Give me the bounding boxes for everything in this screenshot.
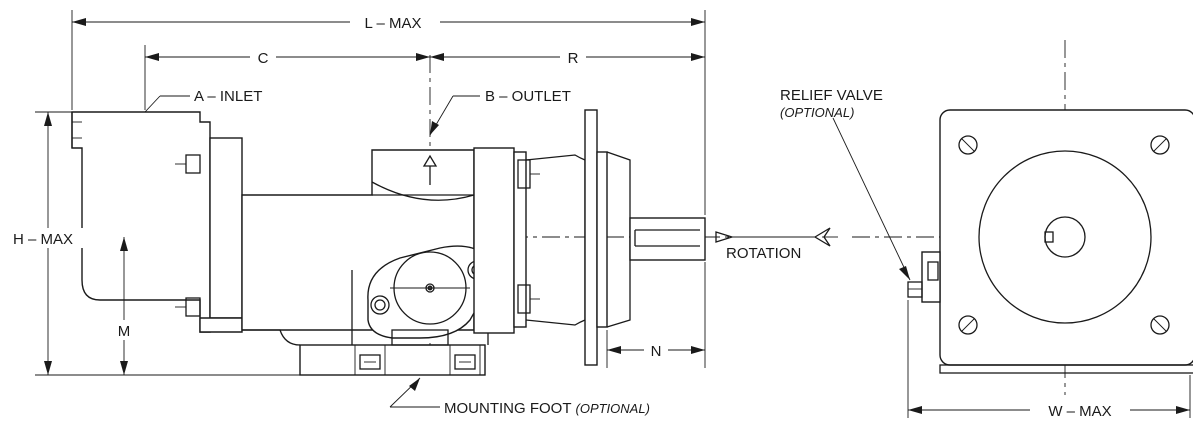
rotation-indicator: ROTATION bbox=[715, 227, 838, 262]
label-c: C bbox=[258, 50, 269, 67]
label-m: M bbox=[118, 323, 131, 340]
dimension-h-max: H – MAX bbox=[5, 111, 300, 376]
label-n: N bbox=[651, 343, 662, 360]
end-view: RELIEF VALVE (OPTIONAL) W – MAX bbox=[780, 40, 1193, 420]
end-housing bbox=[473, 147, 586, 334]
leader-b-outlet: B – OUTLET bbox=[429, 88, 571, 136]
label-rotation: ROTATION bbox=[726, 245, 801, 262]
drive-shaft bbox=[629, 217, 706, 261]
label-b-outlet: B – OUTLET bbox=[485, 88, 571, 105]
pilot-circle bbox=[978, 150, 1152, 324]
inlet-housing bbox=[71, 111, 211, 333]
leader-relief-valve: RELIEF VALVE (OPTIONAL) bbox=[780, 87, 911, 281]
motor-flange bbox=[584, 109, 631, 366]
leader-mounting-foot: MOUNTING FOOT(OPTIONAL) bbox=[389, 377, 650, 417]
label-relief-valve: RELIEF VALVE bbox=[780, 87, 883, 104]
label-r: R bbox=[568, 50, 579, 67]
flange-bolt-holes bbox=[958, 135, 1170, 335]
dimension-w-max: W – MAX bbox=[907, 300, 1191, 420]
shaft-key bbox=[1044, 231, 1054, 243]
label-relief-valve-note: (OPTIONAL) bbox=[780, 105, 854, 120]
relief-valve bbox=[907, 251, 941, 303]
label-mounting-foot: MOUNTING FOOT(OPTIONAL) bbox=[444, 400, 650, 417]
square-flange bbox=[939, 109, 1193, 366]
inlet-flange-plate bbox=[209, 137, 243, 319]
dimension-c: C bbox=[144, 45, 430, 110]
dimension-n: N bbox=[606, 262, 706, 368]
dimension-m: M bbox=[112, 237, 136, 375]
dimension-r: R bbox=[430, 47, 705, 67]
leader-a-inlet: A – INLET bbox=[144, 88, 262, 113]
dimension-l-max: L – MAX bbox=[71, 10, 706, 215]
flange-edge bbox=[939, 364, 1193, 374]
side-view: L – MAX C R A – INLET bbox=[5, 10, 838, 417]
label-l-max: L – MAX bbox=[365, 15, 422, 32]
mounting-foot bbox=[299, 329, 486, 376]
outlet-flow-arrow bbox=[422, 154, 438, 167]
label-h-max: H – MAX bbox=[13, 231, 73, 248]
label-w-max: W – MAX bbox=[1048, 403, 1111, 420]
label-a-inlet: A – INLET bbox=[194, 88, 262, 105]
